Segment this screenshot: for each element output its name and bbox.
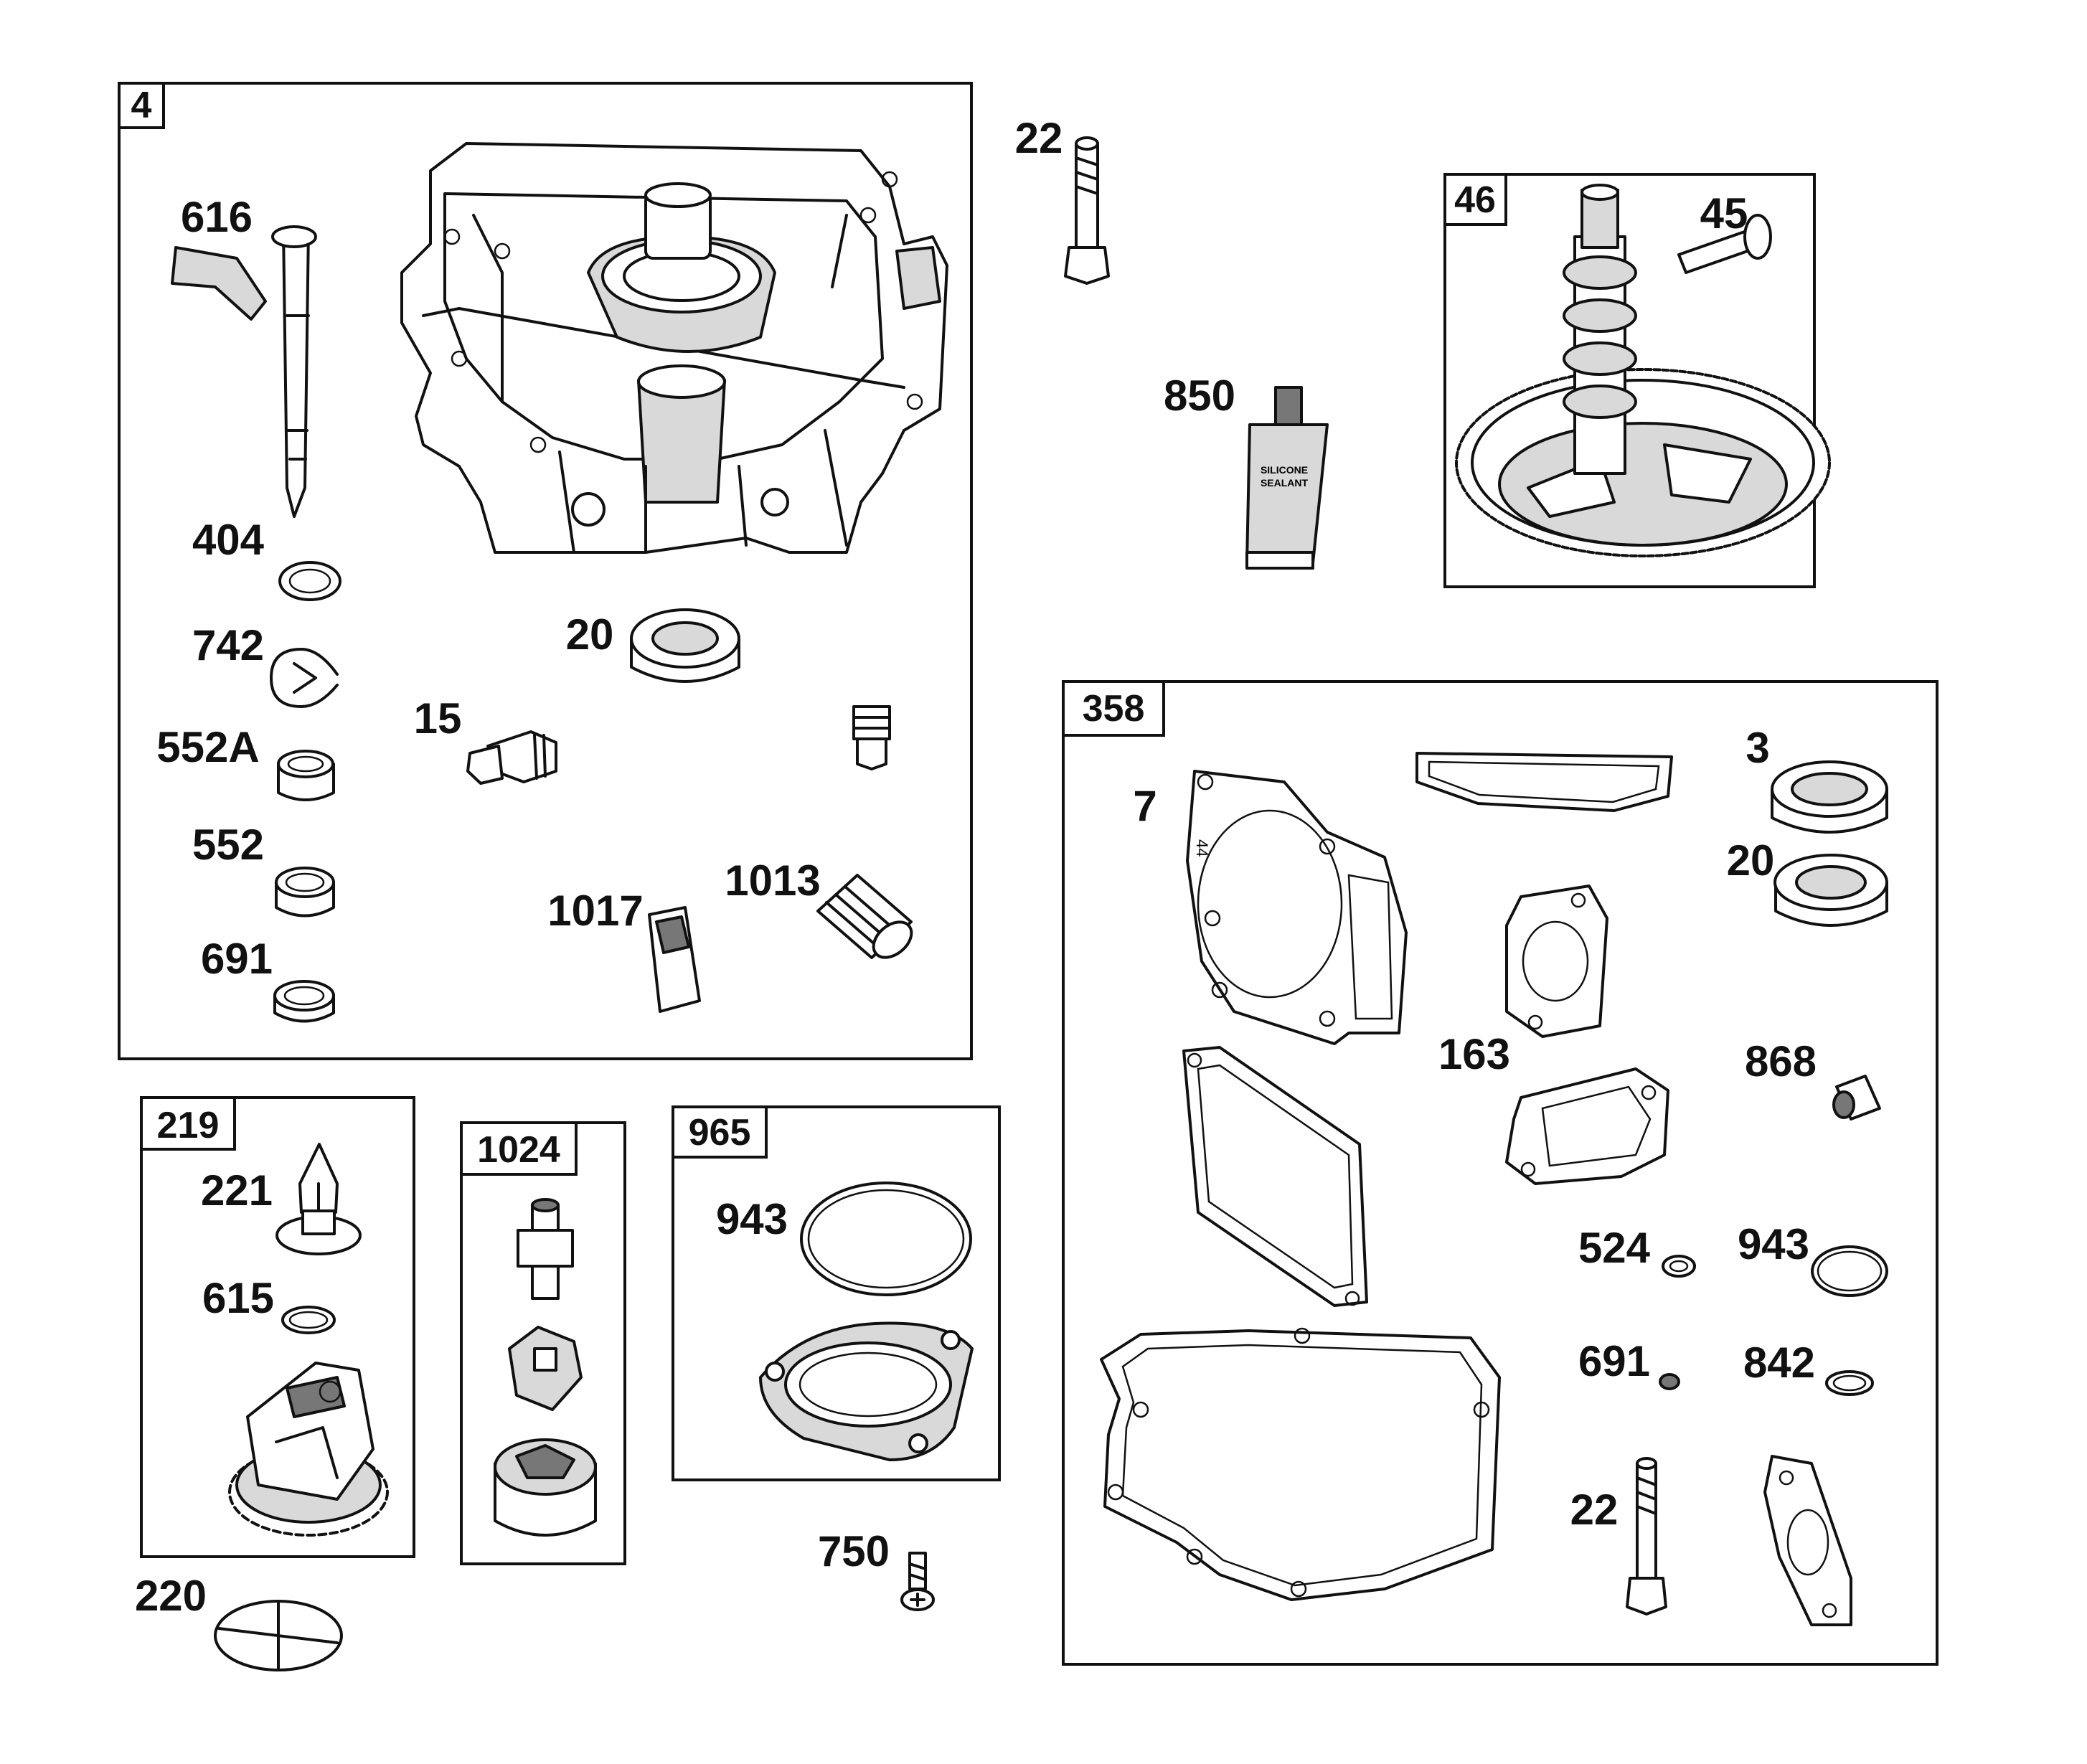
seal-691-small (1659, 1373, 1680, 1390)
callout-691-a: 691 (201, 935, 273, 983)
o-ring-943-a (800, 1181, 972, 1296)
camshaft-gear (1455, 184, 1831, 557)
bolt-22-top (1064, 136, 1110, 285)
callout-45: 45 (1700, 189, 1748, 237)
group-4-label: 4 (131, 85, 152, 126)
callout-524: 524 (1578, 1224, 1651, 1272)
pin-45 (1677, 214, 1772, 274)
callout-868: 868 (1745, 1037, 1817, 1085)
callout-22-b: 22 (1570, 1486, 1619, 1534)
callout-943-b: 943 (1738, 1220, 1809, 1268)
spring-1013 (816, 874, 913, 959)
callout-22-a: 22 (1015, 114, 1063, 162)
oil-seal-20-a (630, 608, 740, 683)
group-219-tag (140, 1096, 236, 1151)
group-4-frame (118, 82, 973, 1060)
washer-220 (214, 1600, 343, 1671)
callout-750: 750 (818, 1527, 890, 1575)
exhaust-gasket (1505, 1067, 1669, 1185)
callout-842: 842 (1743, 1339, 1815, 1387)
bolt-22-lower (1626, 1457, 1667, 1616)
callout-1017: 1017 (547, 887, 643, 935)
bushing-552a (277, 750, 335, 801)
callout-20-a: 20 (566, 610, 614, 659)
tube-text-line-2: SEALANT (1261, 477, 1309, 489)
callout-616: 616 (181, 193, 253, 241)
callout-15: 15 (414, 694, 462, 742)
pump-shaft (517, 1198, 574, 1300)
carburetor-gasket (1763, 1455, 1852, 1626)
group-965-tag (672, 1105, 768, 1159)
governor-shaft (171, 225, 317, 518)
group-965-label: 965 (689, 1112, 751, 1154)
group-965: 965 943 (672, 1105, 1001, 1481)
group-4: 4 (118, 82, 973, 1060)
callout-850: 850 (1164, 372, 1235, 420)
group-1024: 1024 (460, 1121, 626, 1565)
group-46-label: 46 (1454, 179, 1496, 221)
silicone-sealant-tube: SILICONE SEALANT (1245, 386, 1329, 570)
seal-3 (1771, 760, 1888, 834)
sump-gasket (1100, 1327, 1501, 1601)
head-gasket: 44 (1186, 770, 1408, 1045)
callout-221: 221 (201, 1166, 273, 1214)
group-358-frame (1062, 680, 1938, 1666)
group-46-tag (1443, 173, 1507, 226)
group-219: 219 221 615 (140, 1096, 415, 1558)
plug-15 (466, 730, 557, 785)
crankcase-cover (400, 142, 948, 554)
group-46: 46 45 (1443, 173, 1831, 588)
callout-404: 404 (192, 516, 265, 564)
pump-cover (759, 1321, 974, 1461)
o-ring-943-b (1811, 1245, 1888, 1297)
oil-seal-20-b (1773, 854, 1888, 927)
seal-552 (275, 867, 335, 918)
seal-691 (273, 980, 335, 1023)
small-plug (852, 705, 891, 770)
callout-220: 220 (135, 1572, 207, 1620)
valve-cover-gasket (1182, 1046, 1368, 1307)
group-219-frame (140, 1096, 415, 1558)
group-46-frame (1443, 173, 1816, 588)
cover-gasket-strip (1415, 752, 1673, 812)
group-1024-tag (460, 1121, 578, 1176)
intake-gasket (1505, 885, 1608, 1038)
group-965-frame (672, 1105, 1001, 1481)
callout-691-b: 691 (1578, 1337, 1650, 1385)
group-219-label: 219 (157, 1105, 220, 1146)
screw-750 (900, 1552, 935, 1611)
gasket-mark: 44 (1193, 839, 1211, 857)
tube-text-line-1: SILICONE (1261, 464, 1308, 476)
governor-cup (275, 1143, 362, 1255)
outer-rotor (494, 1438, 597, 1537)
callout-1013: 1013 (725, 857, 820, 905)
governor-gear (228, 1362, 389, 1537)
screen-1017 (648, 906, 701, 1013)
callout-20-b: 20 (1727, 836, 1775, 885)
part-868 (1832, 1075, 1881, 1121)
group-1024-label: 1024 (477, 1129, 560, 1171)
inner-rotor (508, 1326, 583, 1411)
callout-3: 3 (1746, 724, 1769, 772)
washer-615 (281, 1306, 336, 1334)
e-ring (270, 648, 339, 708)
callout-7: 7 (1133, 782, 1156, 830)
callout-943-a: 943 (716, 1195, 788, 1243)
group-358-label: 358 (1083, 688, 1145, 730)
callout-615: 615 (202, 1274, 274, 1322)
callout-552: 552 (192, 821, 264, 869)
group-358-tag (1062, 680, 1165, 737)
group-4-tag (118, 82, 165, 129)
callout-163: 163 (1438, 1030, 1510, 1078)
washer (278, 561, 341, 601)
callout-742: 742 (192, 621, 264, 669)
o-ring-524 (1662, 1255, 1696, 1278)
group-358: 358 44 7 3 (1062, 680, 1938, 1666)
o-ring-842 (1825, 1370, 1874, 1396)
callout-552a: 552A (156, 723, 259, 771)
